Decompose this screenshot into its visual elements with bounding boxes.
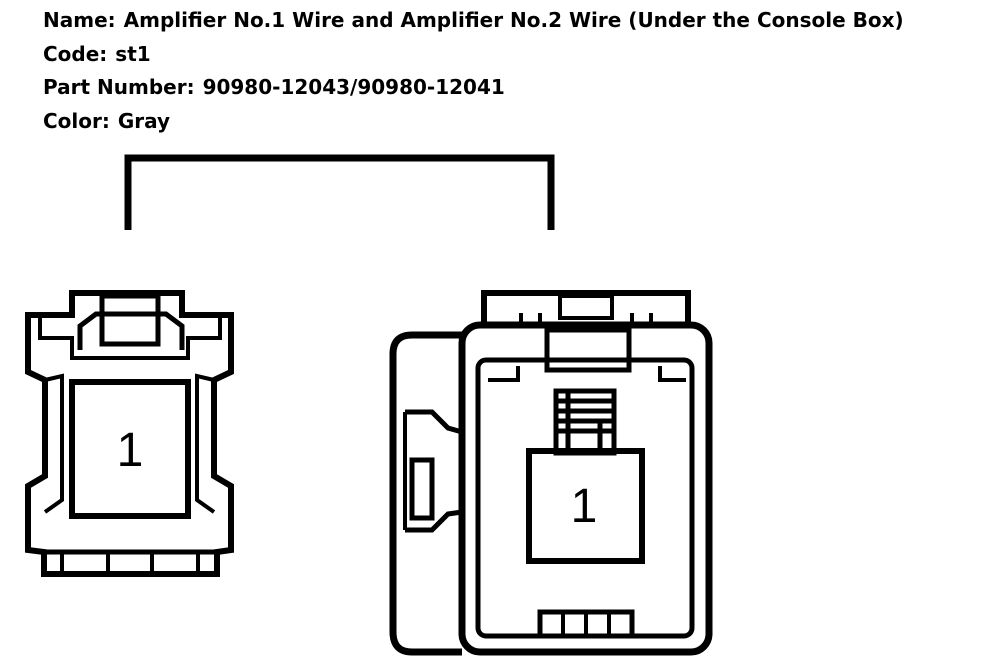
part-number-row: Part Number: 90980-12043/90980-12041 [43, 71, 904, 105]
name-label: Name: [43, 8, 116, 32]
right-pin-number: 1 [571, 480, 598, 533]
left-connector [25, 290, 234, 577]
code-label: Code: [43, 41, 108, 66]
right-connector [389, 290, 713, 656]
left-pin-number: 1 [117, 424, 144, 477]
part-number-label: Part Number: [43, 75, 195, 99]
right-retainer-ribs [553, 388, 617, 456]
code-row: Code: st1 [43, 38, 904, 72]
name-row: Name: Amplifier No.1 Wire and Amplifier N… [43, 4, 904, 38]
part-number-value: 90980-12043/90980-12041 [202, 75, 505, 99]
color-value: Gray [117, 108, 171, 133]
color-row: Color: Gray [43, 105, 904, 139]
pairing-bracket [124, 154, 555, 230]
connector-info: Name: Amplifier No.1 Wire and Amplifier N… [43, 4, 904, 138]
code-value: st1 [115, 41, 151, 66]
name-value: Amplifier No.1 Wire and Amplifier No.2 W… [123, 8, 904, 32]
right-terminal-cavity [526, 448, 645, 564]
left-terminal-cavity [69, 379, 191, 519]
color-label: Color: [43, 108, 110, 133]
